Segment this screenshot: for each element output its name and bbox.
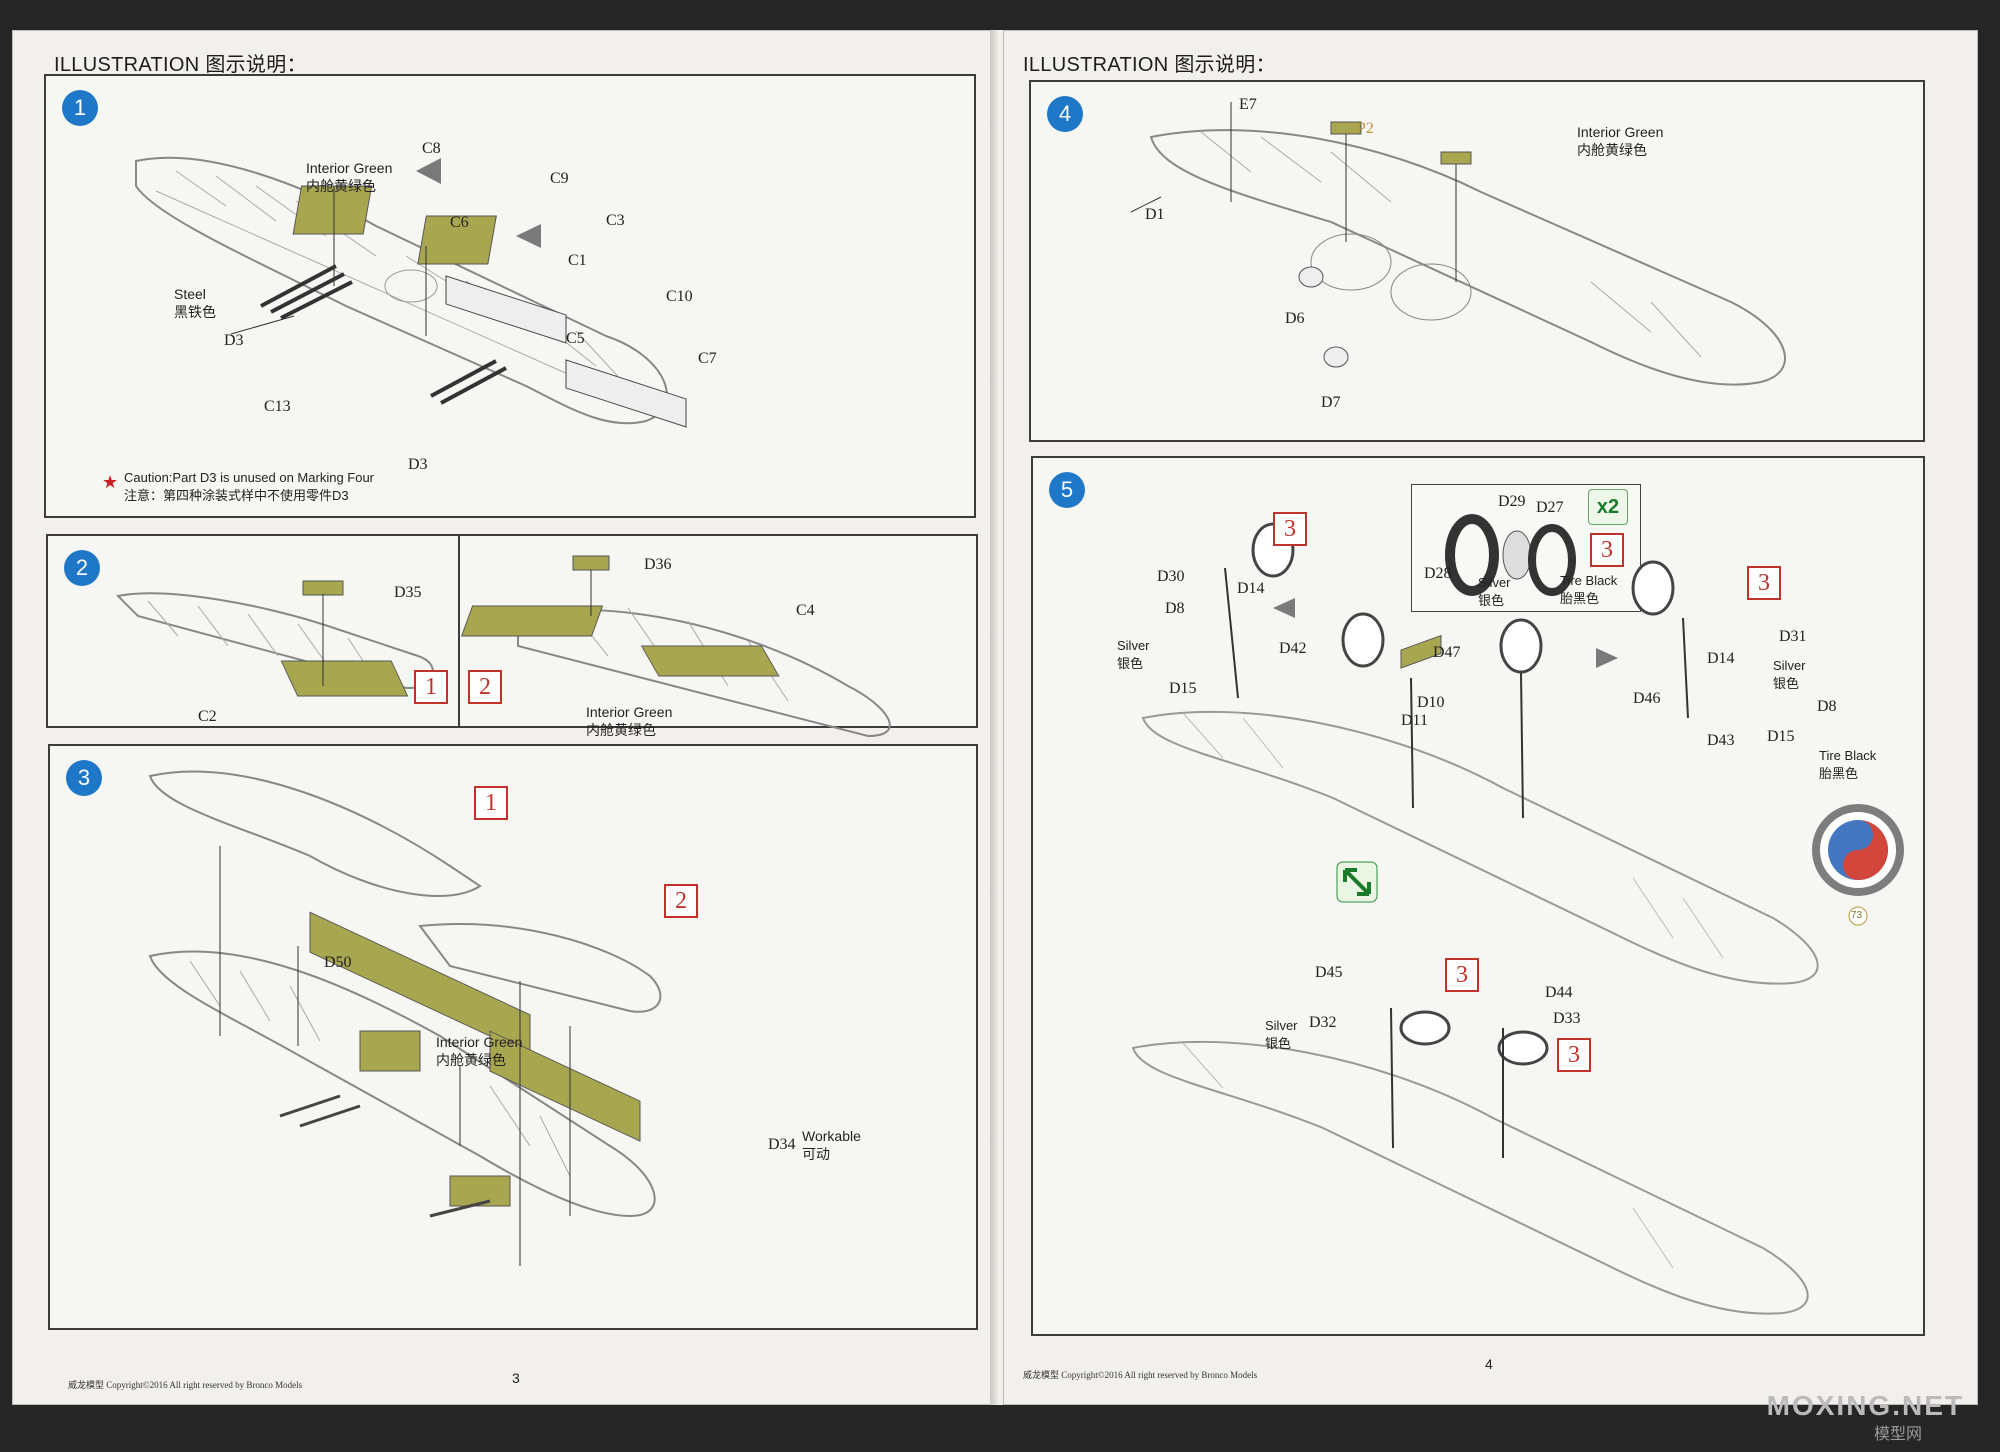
part-label: D30 bbox=[1157, 568, 1185, 585]
step-2-drawing bbox=[115, 555, 891, 738]
sub-assembly-box: 3 bbox=[1445, 958, 1479, 992]
part-label: D7 bbox=[1321, 394, 1341, 411]
part-label: C8 bbox=[422, 140, 441, 157]
sub-assembly-box: 2 bbox=[468, 670, 502, 704]
part-label: D43 bbox=[1707, 732, 1735, 749]
part-label: C9 bbox=[550, 170, 569, 187]
sub-assembly-box: 3 bbox=[1273, 512, 1307, 546]
part-label: D10 bbox=[1417, 694, 1445, 711]
step-number: 3 bbox=[66, 760, 102, 796]
part-label: D3 bbox=[224, 332, 244, 349]
part-label: C7 bbox=[698, 350, 717, 367]
page-header: ILLUSTRATION 图示说明： bbox=[1023, 54, 1276, 76]
note-interior-green: Interior Green 内舱黄绿色 bbox=[1577, 124, 1664, 158]
page-footer: 威龙模型 Copyright©2016 All right reserved b… bbox=[1023, 1370, 1258, 1380]
part-label: D28 bbox=[1424, 565, 1452, 582]
part-label: D15 bbox=[1767, 728, 1795, 745]
step-5-drawing bbox=[1131, 522, 1904, 1315]
part-label: D36 bbox=[644, 556, 672, 573]
page-footer: 威龙模型 Copyright©2016 All right reserved b… bbox=[68, 1380, 303, 1390]
part-label: D14 bbox=[1237, 580, 1265, 597]
note-interior-green: Interior Green 内舱黄绿色 bbox=[586, 704, 673, 738]
part-label: D45 bbox=[1315, 964, 1343, 981]
caution-note: Caution:Part D3 is unused on Marking Fou… bbox=[124, 470, 375, 503]
right-page: ILLUSTRATION 图示说明： 4 E7 P2 D1 D6 D7 Inte… bbox=[1003, 30, 1978, 1405]
note-silver: Silver 银色 bbox=[1478, 575, 1511, 608]
note-interior-green: Interior Green 内舱黄绿色 bbox=[306, 160, 393, 194]
decal-number: 73 bbox=[1851, 910, 1863, 921]
part-label: D15 bbox=[1169, 680, 1197, 697]
left-page: ILLUSTRATION 图示说明： 1 bbox=[12, 30, 997, 1405]
step-number: 2 bbox=[64, 550, 100, 586]
part-label: D6 bbox=[1285, 310, 1305, 327]
page-number: 4 bbox=[1485, 1356, 1493, 1372]
wheel-inset-drawing bbox=[1445, 514, 1576, 596]
note-tire-black: Tire Black 胎黑色 bbox=[1819, 748, 1877, 781]
step-number: 5 bbox=[1049, 472, 1085, 508]
panel-divider bbox=[458, 536, 460, 726]
part-label: D32 bbox=[1309, 1014, 1337, 1031]
part-label: D46 bbox=[1633, 690, 1661, 707]
part-label: D31 bbox=[1779, 628, 1807, 645]
part-label: D34 bbox=[768, 1136, 796, 1153]
step-number: 1 bbox=[62, 90, 98, 126]
part-label: D27 bbox=[1536, 499, 1564, 516]
part-label: C13 bbox=[264, 398, 291, 415]
part-label: D8 bbox=[1817, 698, 1837, 715]
part-label: D1 bbox=[1145, 206, 1165, 223]
part-label: C1 bbox=[568, 252, 587, 269]
part-label: D35 bbox=[394, 584, 422, 601]
sub-assembly-box: 2 bbox=[664, 884, 698, 918]
note-steel: Steel 黑铁色 bbox=[174, 286, 216, 320]
part-label: D29 bbox=[1498, 493, 1526, 510]
watermark-logo: MOXING.NET bbox=[1766, 1390, 1964, 1421]
step-5-panel: 5 D29 D27 D28 Silver 银色 Tire Black 胎黑色 x… bbox=[1031, 456, 1925, 1336]
watermark-sub: 模型网 bbox=[1873, 1426, 1922, 1443]
sub-assembly-box: 3 bbox=[1590, 533, 1624, 567]
sub-assembly-box: 3 bbox=[1747, 566, 1781, 600]
part-label: D14 bbox=[1707, 650, 1735, 667]
part-label: C6 bbox=[450, 214, 469, 231]
part-label: D47 bbox=[1433, 644, 1461, 661]
step-2-panel: 2 D35 C2 D36 C4 Interior Green 内舱黄绿色 1 bbox=[46, 534, 978, 738]
part-label: C2 bbox=[198, 708, 217, 725]
part-label: D11 bbox=[1401, 712, 1428, 729]
step-number: 4 bbox=[1047, 96, 1083, 132]
page-number: 3 bbox=[512, 1370, 520, 1386]
part-label: D8 bbox=[1165, 600, 1185, 617]
step-1-drawing bbox=[135, 156, 687, 428]
page-header: ILLUSTRATION 图示说明： bbox=[54, 54, 307, 76]
part-label: P2 bbox=[1357, 120, 1374, 137]
part-label: C10 bbox=[666, 288, 693, 305]
note-silver: Silver 银色 bbox=[1773, 658, 1806, 691]
part-label: D3 bbox=[408, 456, 428, 473]
part-label: E7 bbox=[1239, 96, 1257, 113]
sub-assembly-box: 1 bbox=[474, 786, 508, 820]
note-tire-black: Tire Black 胎黑色 bbox=[1560, 573, 1618, 606]
note-workable: Workable 可动 bbox=[802, 1128, 861, 1162]
step-1-panel: 1 bbox=[44, 74, 976, 518]
caution-star-icon: ★ bbox=[102, 472, 119, 492]
part-label: D50 bbox=[324, 954, 352, 971]
sub-assembly-box: 1 bbox=[414, 670, 448, 704]
part-label: C4 bbox=[796, 602, 815, 619]
quantity-badge: x2 bbox=[1588, 489, 1628, 525]
wheel-inset: D29 D27 D28 Silver 银色 Tire Black 胎黑色 x2 … bbox=[1411, 484, 1641, 612]
note-silver: Silver 银色 bbox=[1265, 1018, 1298, 1051]
part-label: C3 bbox=[606, 212, 625, 229]
note-silver: Silver 银色 bbox=[1117, 638, 1150, 671]
step-4-panel: 4 E7 P2 D1 D6 D7 Interior Green 内舱黄绿色 bbox=[1029, 80, 1925, 442]
part-label: D42 bbox=[1279, 640, 1307, 657]
note-interior-green: Interior Green 内舱黄绿色 bbox=[436, 1034, 523, 1068]
part-label: D33 bbox=[1553, 1010, 1581, 1027]
part-label: D44 bbox=[1545, 984, 1573, 1001]
part-label: C5 bbox=[566, 330, 585, 347]
step-4-drawing bbox=[1130, 102, 1786, 386]
sub-assembly-box: 3 bbox=[1557, 1038, 1591, 1072]
step-3-panel: 3 1 2 D50 D34 Interior Green 内舱黄绿色 Worka… bbox=[48, 744, 978, 1330]
step-3-drawing bbox=[148, 770, 662, 1266]
